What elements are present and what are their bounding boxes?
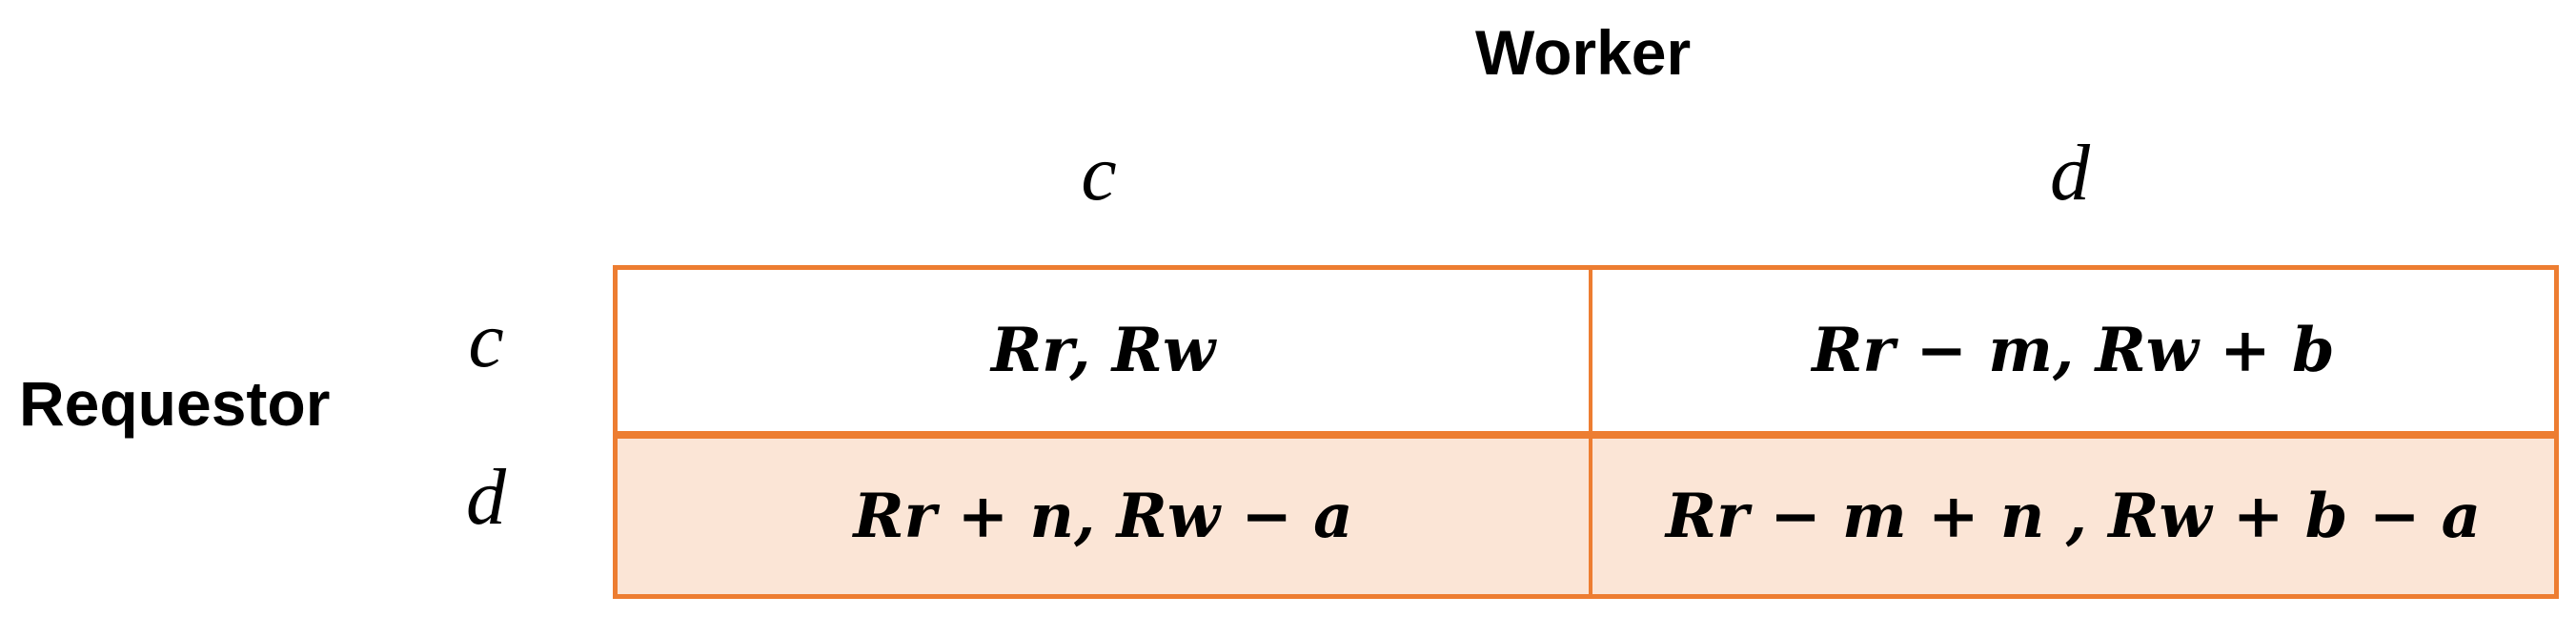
payoff-cell-d-c: Rr + n, Rw − a <box>618 435 1591 594</box>
payoff-matrix: Rr, Rw Rr − m, Rw + b Rr + n, Rw − a Rr … <box>613 265 2559 599</box>
payoff-cell-c-d: Rr − m, Rw + b <box>1591 270 2554 435</box>
column-strategy-c: c <box>1081 129 1117 217</box>
row-strategy-d: d <box>466 453 506 542</box>
column-player-label: Worker <box>1475 17 1692 88</box>
row-player-label: Requestor <box>19 368 331 439</box>
payoff-cell-d-d: Rr − m + n , Rw + b − a <box>1591 435 2554 594</box>
payoff-cell-c-c: Rr, Rw <box>618 270 1591 435</box>
column-strategy-d: d <box>2050 129 2090 217</box>
row-strategy-c: c <box>468 296 504 384</box>
